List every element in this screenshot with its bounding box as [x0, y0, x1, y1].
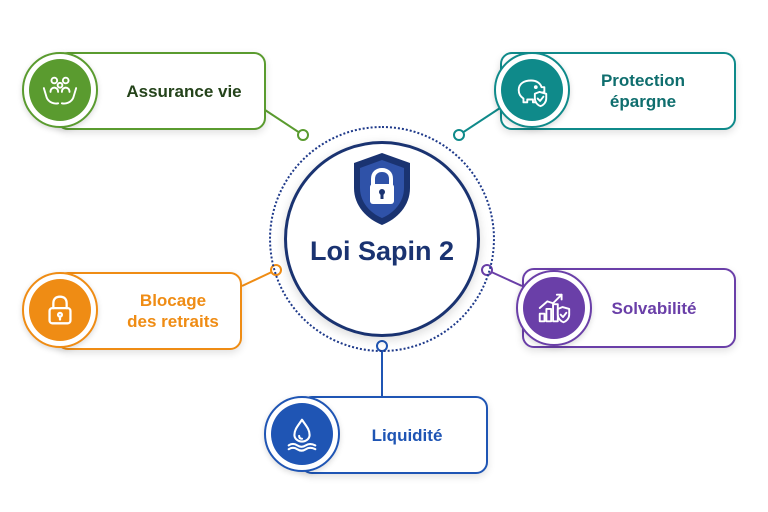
connector-protection-epargne [458, 107, 501, 136]
node-label: Blocage des retraits [127, 291, 219, 331]
node-label: Assurance vie [126, 81, 242, 101]
node-label: Protection épargne [600, 71, 686, 111]
growth-chart-shield-icon [538, 293, 571, 324]
family-hands-icon [42, 76, 78, 105]
node-label: Solvabilité [611, 298, 697, 318]
center-circle [284, 141, 480, 337]
water-drop-icon [287, 418, 317, 452]
connector-dot-protection-epargne [453, 129, 465, 141]
node-icon-blocage-retraits [22, 272, 98, 348]
shield-lock-icon [354, 153, 410, 225]
node-icon-assurance-vie [22, 52, 98, 128]
connector-assurance-vie [261, 107, 304, 136]
padlock-icon [48, 295, 72, 325]
node-icon-protection-epargne [494, 52, 570, 128]
connector-blocage [241, 269, 277, 287]
center-title: Loi Sapin 2 [309, 236, 455, 266]
node-icon-solvabilite [516, 270, 592, 346]
connector-solvabilite [486, 269, 523, 287]
piggy-bank-shield-icon [517, 79, 548, 108]
connector-dot-assurance-vie [297, 129, 309, 141]
node-label: Liquidité [371, 425, 443, 445]
node-icon-liquidite [264, 396, 340, 472]
center-dotted-ring [269, 126, 495, 352]
